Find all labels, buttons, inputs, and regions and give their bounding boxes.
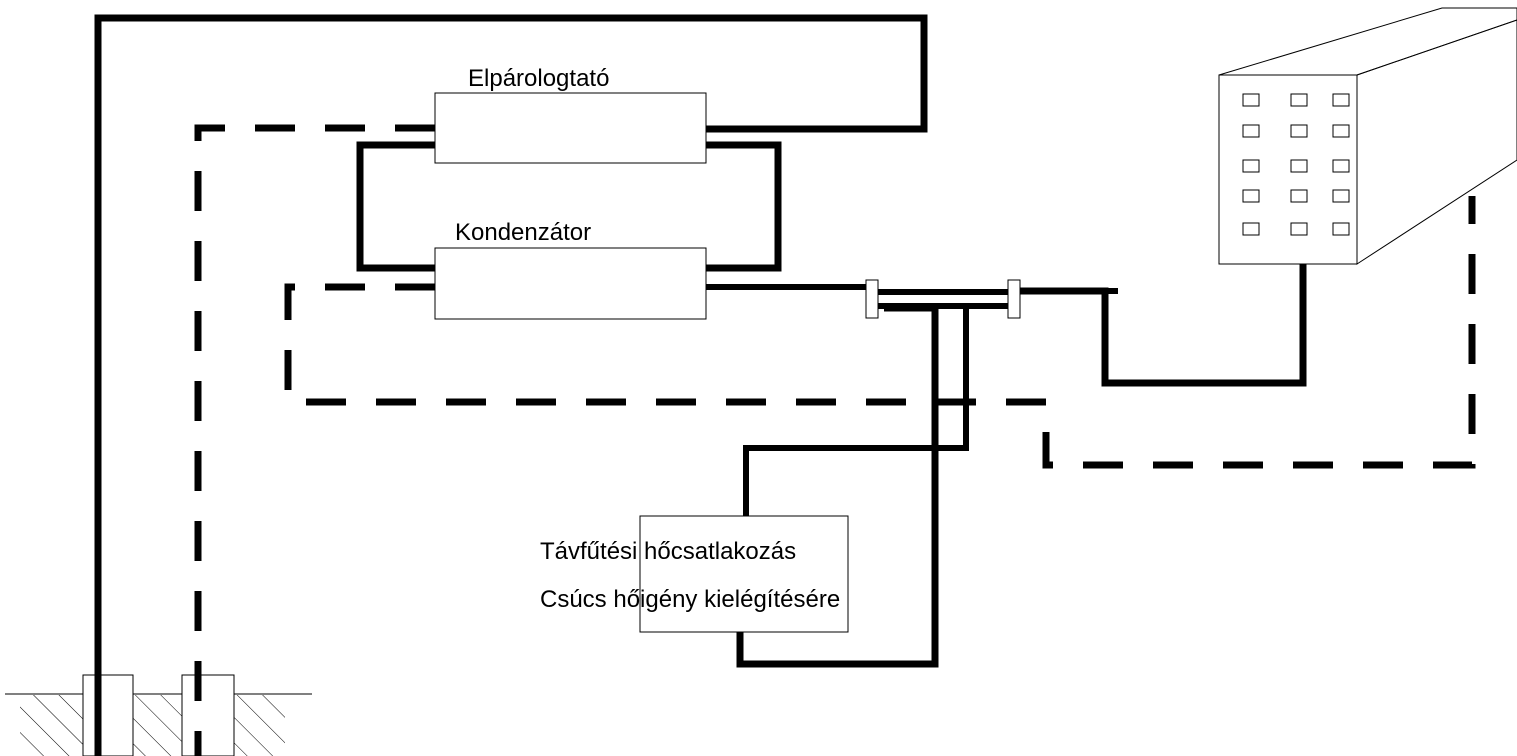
- ground: [5, 674, 312, 756]
- condenser-label: Kondenzátor: [455, 219, 591, 246]
- district-heating-return-pipe: [736, 304, 939, 668]
- district-heating-label-line1: Távfűtési hőcsatlakozás: [540, 538, 796, 565]
- window: [1332, 189, 1350, 203]
- window: [1290, 93, 1308, 107]
- building-supply-pipe: [1020, 264, 1307, 387]
- borehole-left: [82, 674, 134, 756]
- window: [1290, 124, 1308, 138]
- borehole-right: [181, 674, 235, 756]
- window: [1242, 222, 1260, 236]
- evaporator-box: [434, 92, 707, 164]
- evaporator-label: Elpárologtató: [468, 65, 609, 92]
- window: [1332, 124, 1350, 138]
- window: [1242, 159, 1260, 173]
- window: [1290, 159, 1308, 173]
- condenser-return-pipe: [284, 196, 1476, 469]
- district-heating-label-line2: Csúcs hőigény kielégítésére: [540, 586, 840, 613]
- building-windows: [1242, 93, 1350, 236]
- window: [1242, 189, 1260, 203]
- window: [1290, 222, 1308, 236]
- ground-hatch: [20, 695, 285, 756]
- building: [1218, 7, 1517, 265]
- valve-right: [1007, 279, 1021, 319]
- district-heating-supply-pipe: [743, 307, 969, 516]
- ground-return-pipe: [194, 124, 435, 756]
- district-heating-box: [639, 515, 849, 633]
- window: [1332, 159, 1350, 173]
- building-side: [1356, 19, 1517, 265]
- refrigerant-loop-right: [706, 141, 782, 272]
- building-roof: [1218, 7, 1517, 76]
- refrigerant-loop-left: [356, 141, 435, 272]
- window: [1332, 222, 1350, 236]
- valve-left: [865, 279, 879, 319]
- window: [1290, 189, 1308, 203]
- window: [1332, 93, 1350, 107]
- condenser-box: [434, 247, 707, 320]
- window: [1242, 124, 1260, 138]
- window: [1242, 93, 1260, 107]
- ground-supply-pipe: [94, 14, 928, 756]
